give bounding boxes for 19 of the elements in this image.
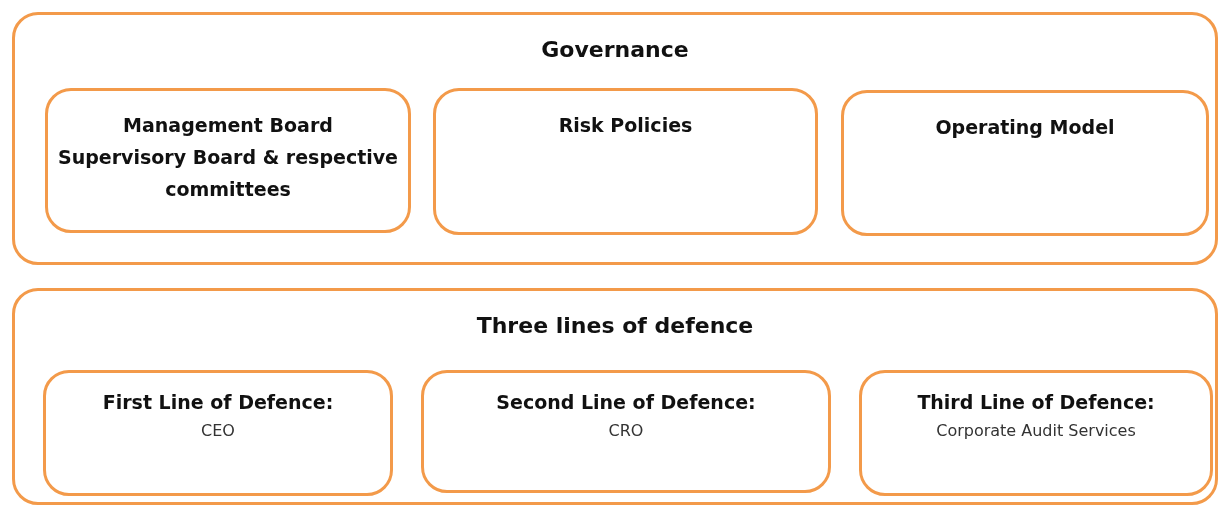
box-heading: Operating Model [935, 115, 1115, 140]
box-heading: Second Line of Defence: [496, 391, 756, 413]
box-subtext: CEO [201, 421, 235, 440]
group-heading: Three lines of defence [476, 313, 754, 338]
box-subtext: Corporate Audit Services [936, 421, 1136, 440]
content-box [859, 370, 1213, 496]
box-subtext: CRO [608, 421, 644, 440]
content-box [433, 88, 818, 235]
box-heading: Third Line of Defence: [917, 391, 1155, 413]
box-heading: First Line of Defence: [102, 391, 334, 413]
group-panel [12, 288, 1218, 505]
content-box [421, 370, 831, 493]
content-box [45, 88, 411, 233]
content-box [841, 90, 1209, 236]
box-heading: Management Board Supervisory Board & respective committees [58, 113, 398, 202]
group-panel [12, 12, 1218, 265]
content-box [43, 370, 393, 496]
box-heading: Risk Policies [558, 113, 693, 138]
group-heading: Governance [541, 37, 689, 62]
